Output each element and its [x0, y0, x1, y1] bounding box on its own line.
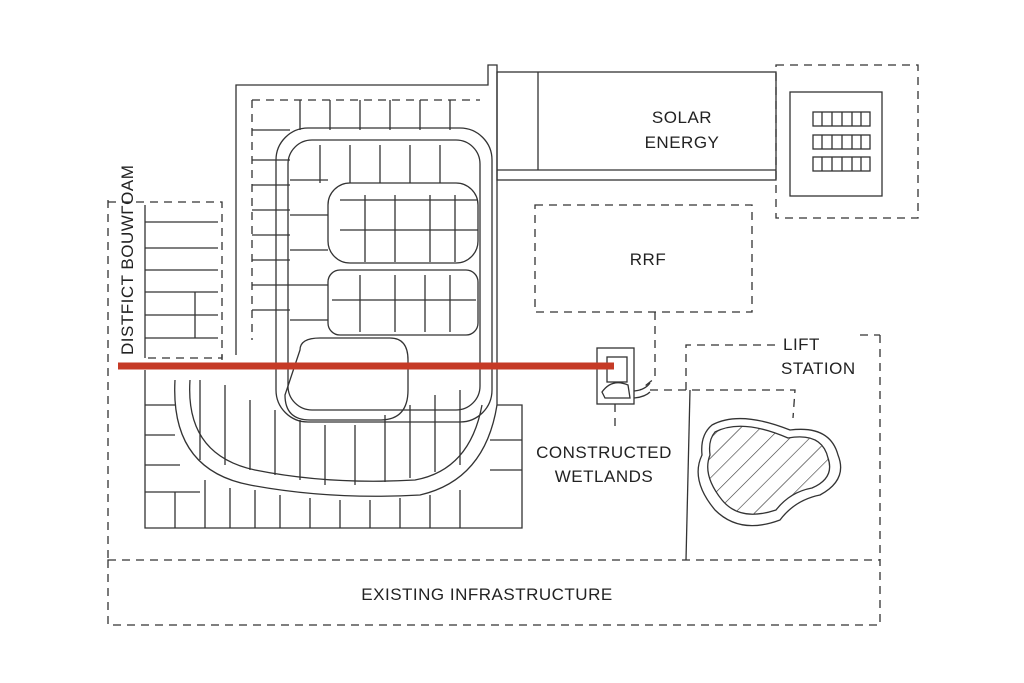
wetlands-label-2: WETLANDS	[555, 467, 653, 486]
solar-label-1: SOLAR	[652, 108, 712, 127]
solar-label-2: ENERGY	[645, 133, 720, 152]
lift-label-1: LIFT	[783, 335, 820, 354]
existing-infrastructure-zone: EXISTING INFRASTRUCTURE	[107, 200, 881, 626]
lift-label-2: STATION	[781, 359, 856, 378]
solar-energy-zone: SOLAR ENERGY	[496, 64, 919, 219]
lift-station-zone: LIFT STATION	[650, 334, 880, 561]
wetlands-label-1: CONSTRUCTED	[536, 443, 672, 462]
rrf-label: RRF	[630, 250, 666, 269]
district-boundary: DISTFICT BOUWΓOAM	[108, 165, 223, 359]
infrastructure-label: EXISTING INFRASTRUCTURE	[361, 585, 612, 604]
district-boundary-label: DISTFICT BOUWΓOAM	[118, 165, 137, 355]
solar-panels-icon	[812, 111, 871, 172]
residential-subdivision	[144, 64, 523, 529]
rrf-zone: RRF	[534, 204, 753, 391]
solar-panel-array-icon	[789, 91, 883, 197]
pond-hatched	[707, 425, 831, 515]
